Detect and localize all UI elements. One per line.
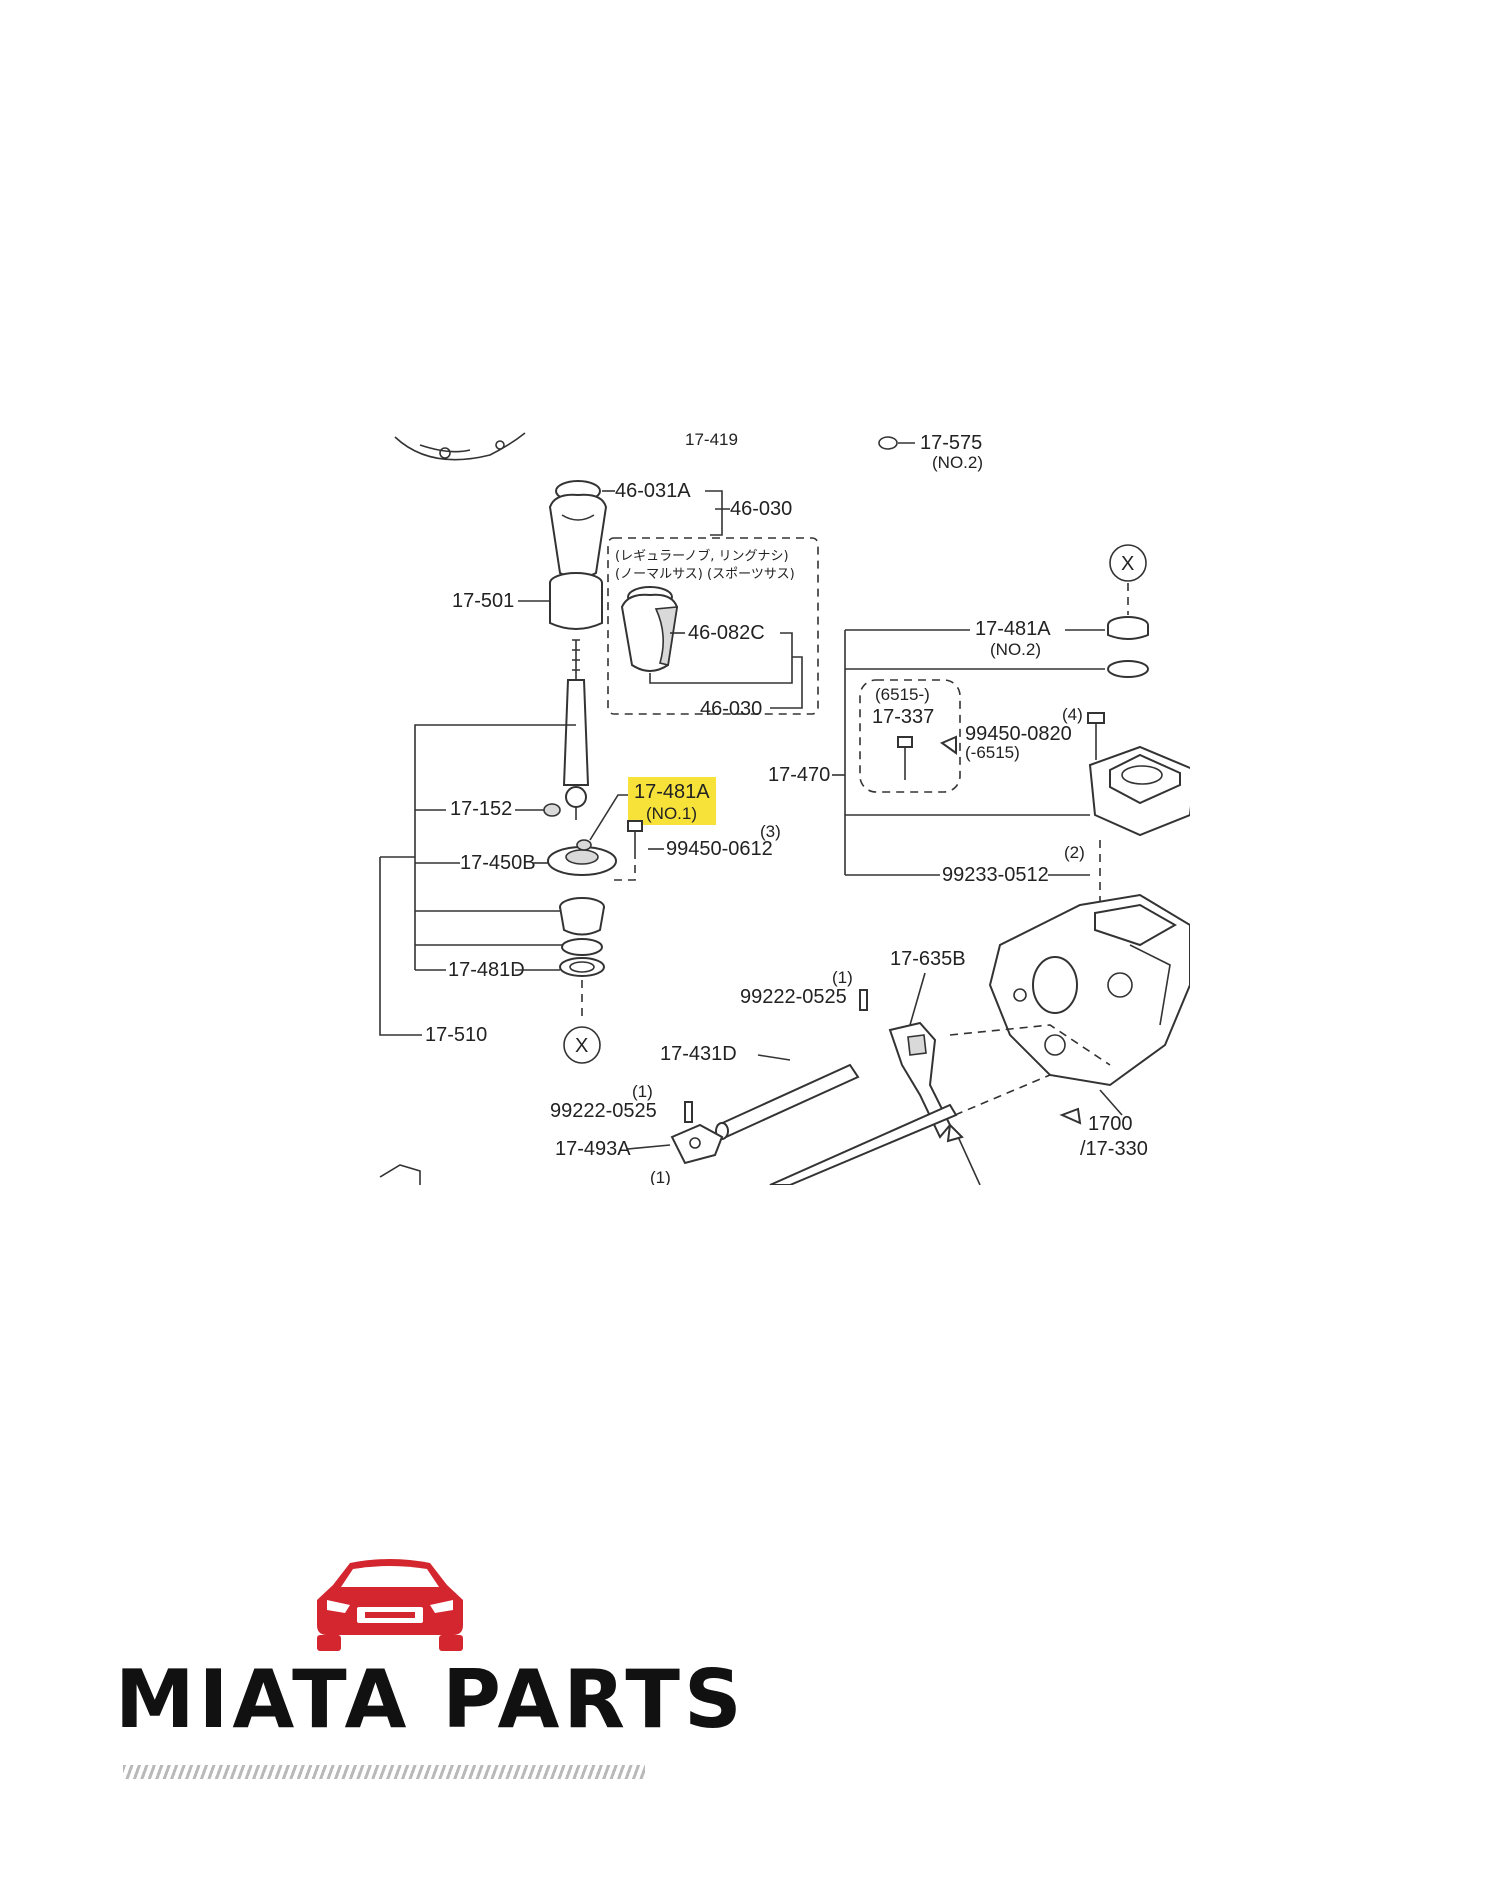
- boot-17-501: [549, 572, 603, 630]
- ring-upper: [561, 938, 603, 956]
- brand-logo: MIATA PARTS: [115, 1555, 746, 1795]
- label-17-152: 17-152: [450, 798, 512, 820]
- label-99233-0512: 99233-0512: [942, 864, 1049, 886]
- pin-99222-0525-a: [859, 989, 868, 1011]
- label-jp-line1: (レギュラーノブ, リングナシ): [615, 548, 789, 564]
- label-x-top: X: [1121, 553, 1134, 575]
- logo-text: MIATA PARTS: [115, 1653, 746, 1746]
- bushing-17-481d: [559, 957, 605, 977]
- bolt-99450-0612: [627, 820, 643, 859]
- label-46-031a: 46-031A: [615, 480, 691, 502]
- option-box: [607, 537, 819, 715]
- label-no1: (NO.1): [646, 804, 697, 823]
- arrow-icon: [939, 735, 957, 755]
- bushing-17-481a-no2: [1107, 616, 1149, 640]
- label-qty-1c: (1): [650, 1168, 671, 1185]
- housing-fragment: [394, 432, 526, 461]
- label-17-493a: 17-493A: [555, 1138, 631, 1160]
- shift-tower-17-470: [1088, 745, 1190, 837]
- bolt-99450-0820: [1087, 712, 1105, 760]
- label-17-431d: 17-431D: [660, 1043, 737, 1065]
- label-17-501: 17-501: [452, 590, 514, 612]
- label-qty-3: (3): [760, 822, 781, 841]
- label-no2-right: (NO.2): [990, 640, 1041, 659]
- shift-knob-46-031a: [548, 480, 608, 579]
- label-17-575: 17-575: [920, 432, 982, 454]
- label-99222-0525-b: 99222-0525: [550, 1100, 657, 1122]
- label-99450-0612: 99450-0612: [666, 838, 773, 860]
- logo-underline: [123, 1765, 645, 1779]
- variant-box-6515: [859, 679, 961, 793]
- shift-knob-46-082c: [620, 586, 679, 672]
- transmission-case: [988, 893, 1190, 1087]
- label-17-481a-no2: 17-481A: [975, 618, 1051, 640]
- label-1700: 1700: [1088, 1113, 1133, 1135]
- label-99222-0525-a: 99222-0525: [740, 986, 847, 1008]
- label-qty-1a: (1): [832, 968, 853, 987]
- part-17-575-icon: [878, 436, 915, 450]
- label-46-030-box: 46-030: [700, 698, 762, 720]
- shifter-exploded-view: 17-419 17-575 (NO.2) 46-031A 46-030 (レギュ…: [379, 430, 1190, 1185]
- label-no2-top: (NO.2): [932, 453, 983, 472]
- label-17-419: 17-419: [685, 430, 738, 449]
- bolt-17-337: [897, 736, 913, 780]
- label-17-635b: 17-635B: [890, 948, 966, 970]
- shift-rod-17-431d: [715, 1063, 860, 1140]
- car-icon: [317, 1559, 463, 1651]
- shift-head-17-493a: [670, 1123, 724, 1165]
- bushing-17-481a-no1: [576, 839, 592, 851]
- label-46-082c: 46-082C: [688, 622, 765, 644]
- label-17-337: 17-337: [872, 706, 934, 728]
- label-17-481d: 17-481D: [448, 959, 525, 981]
- label-jp-line2: (ノーマルサス) (スポーツサス): [615, 567, 795, 582]
- pin-99222-0525-b: [684, 1101, 693, 1123]
- label-6515-from: (6515-): [875, 685, 930, 704]
- pointer-icon: [1059, 1107, 1082, 1125]
- label-x-bottom: X: [575, 1035, 588, 1057]
- plate-17-450b: [547, 846, 617, 876]
- label-6515-to: (-6515): [965, 743, 1020, 762]
- label-46-030-top: 46-030: [730, 498, 792, 520]
- parts-diagram: 17-419 17-575 (NO.2) 46-031A 46-030 (レギュ…: [350, 425, 1190, 1185]
- label-qty-2: (2): [1064, 843, 1085, 862]
- label-99450-0820: 99450-0820: [965, 723, 1072, 745]
- highlight-17-481a: [628, 777, 716, 825]
- label-17-481a-highlighted: 17-481A: [634, 781, 710, 803]
- label-17-470: 17-470: [768, 764, 830, 786]
- corner-fragment: [379, 1164, 421, 1185]
- reference-x-bottom: [563, 1026, 601, 1064]
- shift-rod-lower: [769, 1103, 958, 1185]
- label-17-510: 17-510: [425, 1024, 487, 1046]
- arrow-down-icon: [946, 1122, 964, 1143]
- label-17-450b: 17-450B: [460, 852, 536, 874]
- bushing: [559, 897, 605, 936]
- shift-fork-17-635b: [888, 1021, 952, 1139]
- reference-x-top: [1109, 544, 1147, 582]
- ring-17-481a: [1107, 660, 1149, 678]
- label-qty-4: (4): [1062, 705, 1083, 724]
- shift-lever: [562, 639, 590, 820]
- label-17-330: /17-330: [1080, 1138, 1148, 1160]
- pin-17-152: [543, 803, 561, 817]
- label-qty-1b: (1): [632, 1082, 653, 1101]
